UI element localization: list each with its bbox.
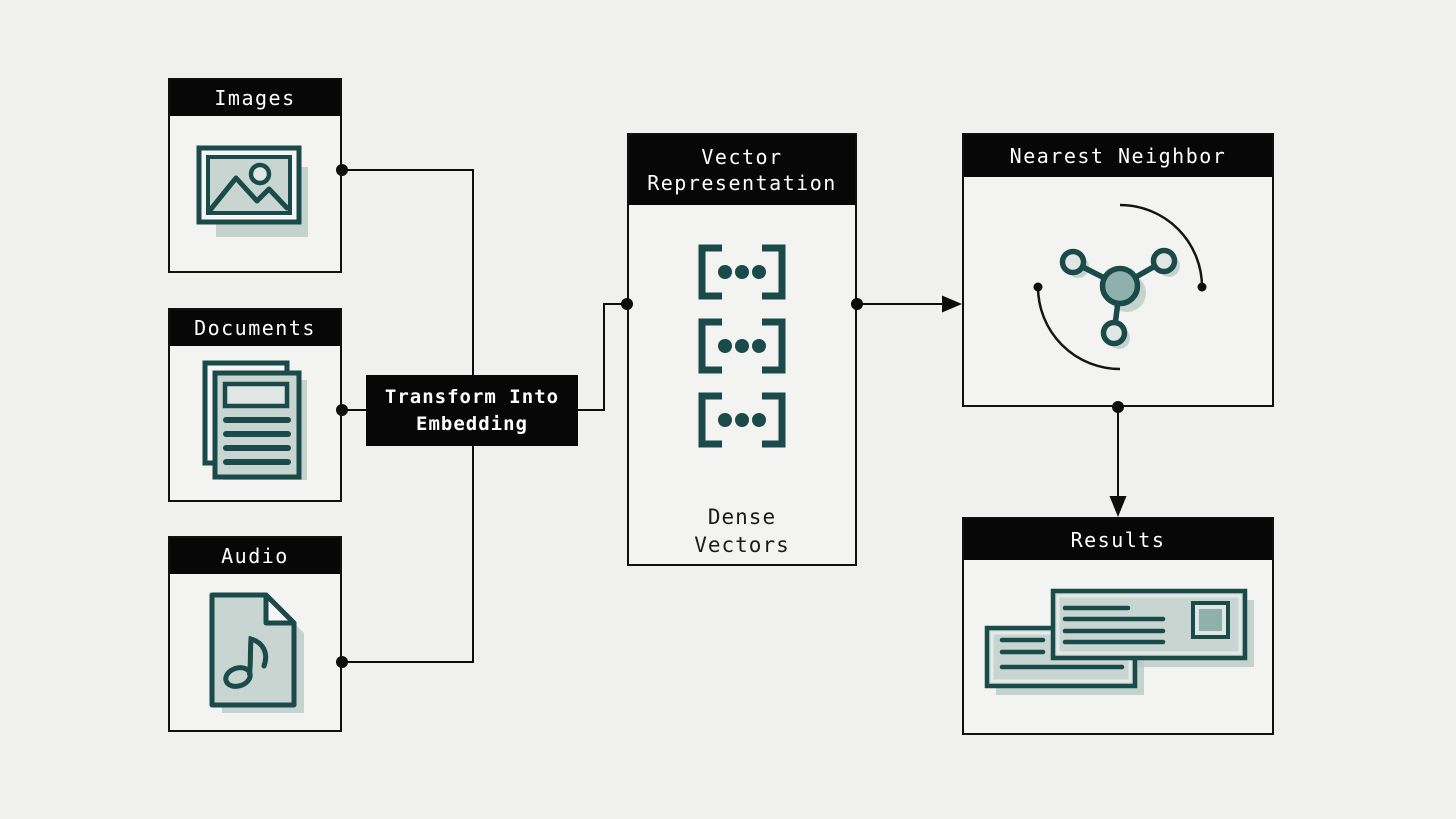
node-results: Results (962, 517, 1274, 735)
image-icon (196, 145, 308, 237)
node-nearest-neighbor-body (964, 177, 1272, 407)
node-results-header: Results (964, 519, 1272, 560)
node-nearest-neighbor-header: Nearest Neighbor (964, 135, 1272, 177)
node-documents: Documents (168, 308, 342, 502)
node-documents-body (170, 346, 340, 500)
node-images-title: Images (214, 86, 296, 110)
dense-vectors-caption: Dense Vectors (694, 505, 790, 558)
arrowhead-right-icon (942, 295, 962, 313)
vector-brackets-icon (698, 392, 786, 448)
node-vector-representation-title: Vector Representation (647, 145, 837, 195)
node-audio-body (170, 574, 340, 730)
vector-brackets-icon (698, 318, 786, 374)
node-images: Images (168, 78, 342, 273)
audio-file-icon (209, 592, 304, 713)
node-audio-title: Audio (221, 544, 289, 568)
node-images-header: Images (170, 80, 340, 116)
node-results-body (964, 560, 1272, 733)
node-documents-header: Documents (170, 310, 340, 346)
node-nearest-neighbor-title: Nearest Neighbor (1009, 144, 1227, 168)
node-vector-representation: Vector Representation Dense Vectors (627, 133, 857, 566)
node-transform-embedding-title: Transform Into Embedding (384, 385, 560, 435)
documents-icon (202, 360, 307, 480)
node-audio: Audio (168, 536, 342, 732)
node-vector-representation-header: Vector Representation (629, 135, 855, 205)
node-images-body (170, 116, 340, 271)
vector-brackets-icon (698, 244, 786, 300)
node-transform-embedding: Transform Into Embedding (366, 375, 578, 446)
graph-nodes-icon (1033, 203, 1207, 371)
wire-embedding-vector (578, 303, 627, 411)
node-documents-title: Documents (194, 316, 316, 340)
node-audio-header: Audio (170, 538, 340, 574)
result-cards-icon (984, 588, 1254, 695)
node-vector-representation-body: Dense Vectors (629, 205, 855, 564)
node-results-title: Results (1070, 527, 1166, 552)
node-nearest-neighbor: Nearest Neighbor (962, 133, 1274, 407)
arrowhead-down-icon (1109, 496, 1127, 517)
